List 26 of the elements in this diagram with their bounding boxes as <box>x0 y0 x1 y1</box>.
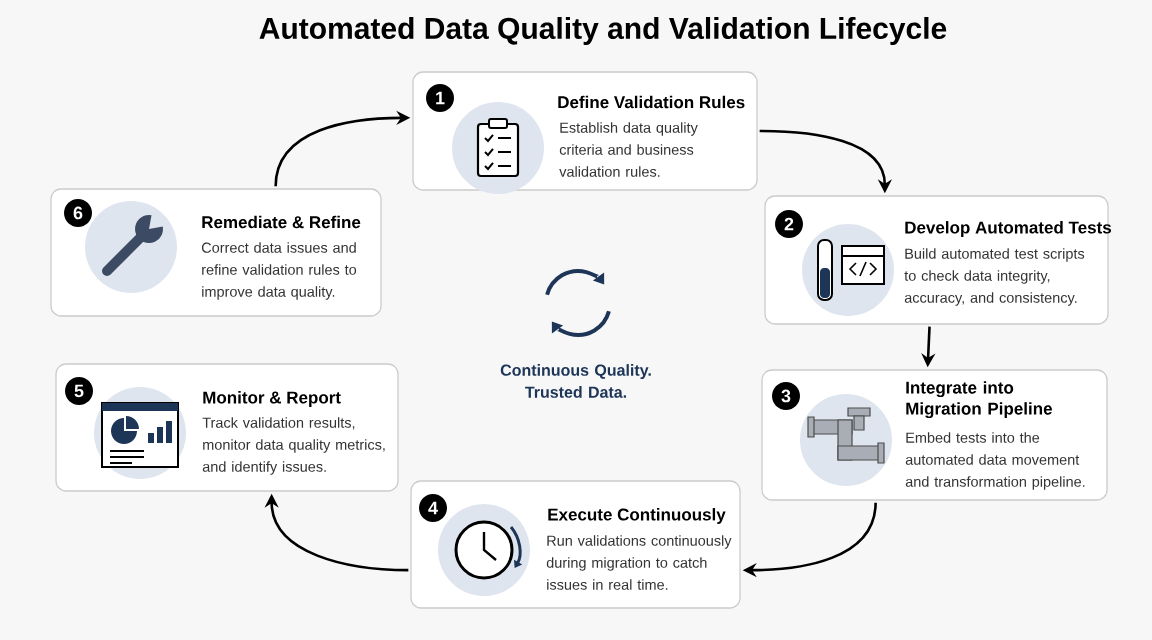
number-badge: 3 <box>772 382 800 410</box>
step-heading: Integrate into Migration Pipeline <box>906 381 1052 419</box>
step-card <box>764 195 1111 325</box>
step-description: Correct data issues and refine validation rules to improve data quality. <box>201 242 357 300</box>
number-badge: 6 <box>64 199 92 227</box>
step-description: Establish data quality criteria and business validation rules. <box>559 122 698 177</box>
step-description: Track validation results, monitor data quality metrics, and identify issues. <box>202 417 385 475</box>
step-description: Build automated test scripts to check data integrity, accuracy, and consistency. <box>904 248 1085 306</box>
step-card <box>55 363 399 492</box>
step-card <box>412 71 758 194</box>
step-heading: Execute Continuously <box>548 508 726 524</box>
title: Automated Data Quality and Validation Lifecycle <box>259 17 947 45</box>
step-card <box>761 369 1108 501</box>
step-heading: Remediate & Refine <box>202 215 361 229</box>
number-badge: 5 <box>65 377 93 405</box>
step-card <box>50 188 382 317</box>
number-badge: 4 <box>419 494 447 522</box>
step-description: Embed tests into the automated data movement and transformation pipeline. <box>905 432 1085 490</box>
number-badge: 1 <box>426 84 454 112</box>
step-heading: Develop Automated Tests <box>905 221 1111 237</box>
step-description: Run validations continuously during migration to catch issues in real time. <box>546 535 732 590</box>
step-heading: Define Validation Rules <box>558 95 745 109</box>
step-heading: Monitor & Report <box>203 391 341 407</box>
number-badge: 2 <box>775 210 803 238</box>
step-card <box>410 480 741 609</box>
tagline: Continuous Quality. Trusted Data. <box>500 364 651 398</box>
